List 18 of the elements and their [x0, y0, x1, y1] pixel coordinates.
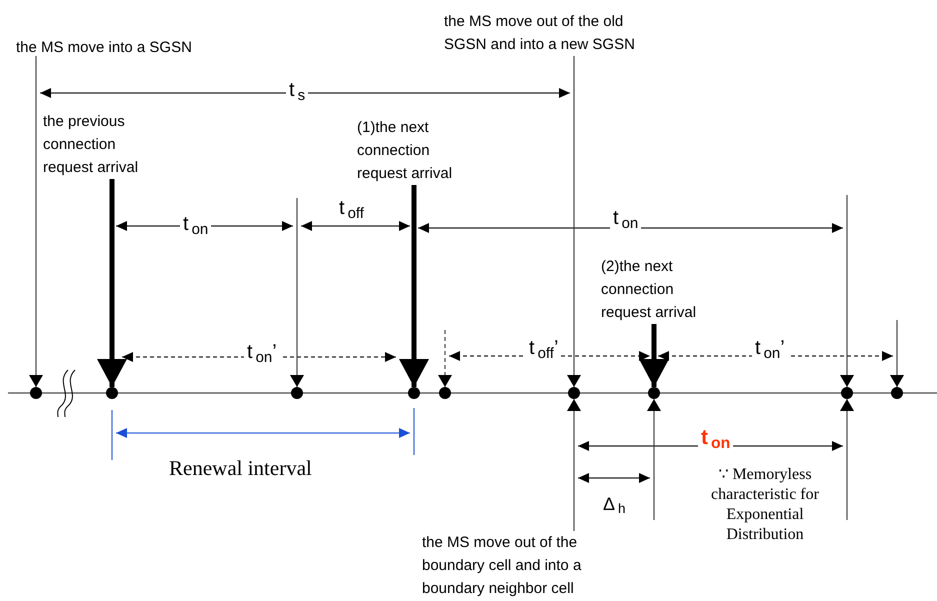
event-text: (2)the next connection request arrival: [601, 255, 719, 324]
arrow: [97, 179, 127, 387]
event-text: the MS move out of the boundary cell and into a boundary neighbor cell: [422, 531, 632, 600]
arrow: [399, 185, 429, 387]
arrow: [639, 324, 669, 387]
event-text: the MS move into a SGSN: [16, 36, 266, 59]
arrow: [840, 194, 854, 388]
event-text: (1)the next connection request arrival: [357, 116, 475, 185]
event-text: the previous connection request arrival: [43, 110, 161, 179]
arrow: [890, 320, 904, 388]
arrow: [29, 56, 43, 388]
arrow: [438, 330, 452, 388]
arrow: [647, 398, 661, 520]
arrow: [567, 398, 581, 532]
arrow: [290, 198, 304, 388]
arrow: [840, 398, 854, 520]
event-text: the MS move out of the old SGSN and into a new SGSN: [444, 10, 659, 56]
arrow: [567, 56, 581, 388]
